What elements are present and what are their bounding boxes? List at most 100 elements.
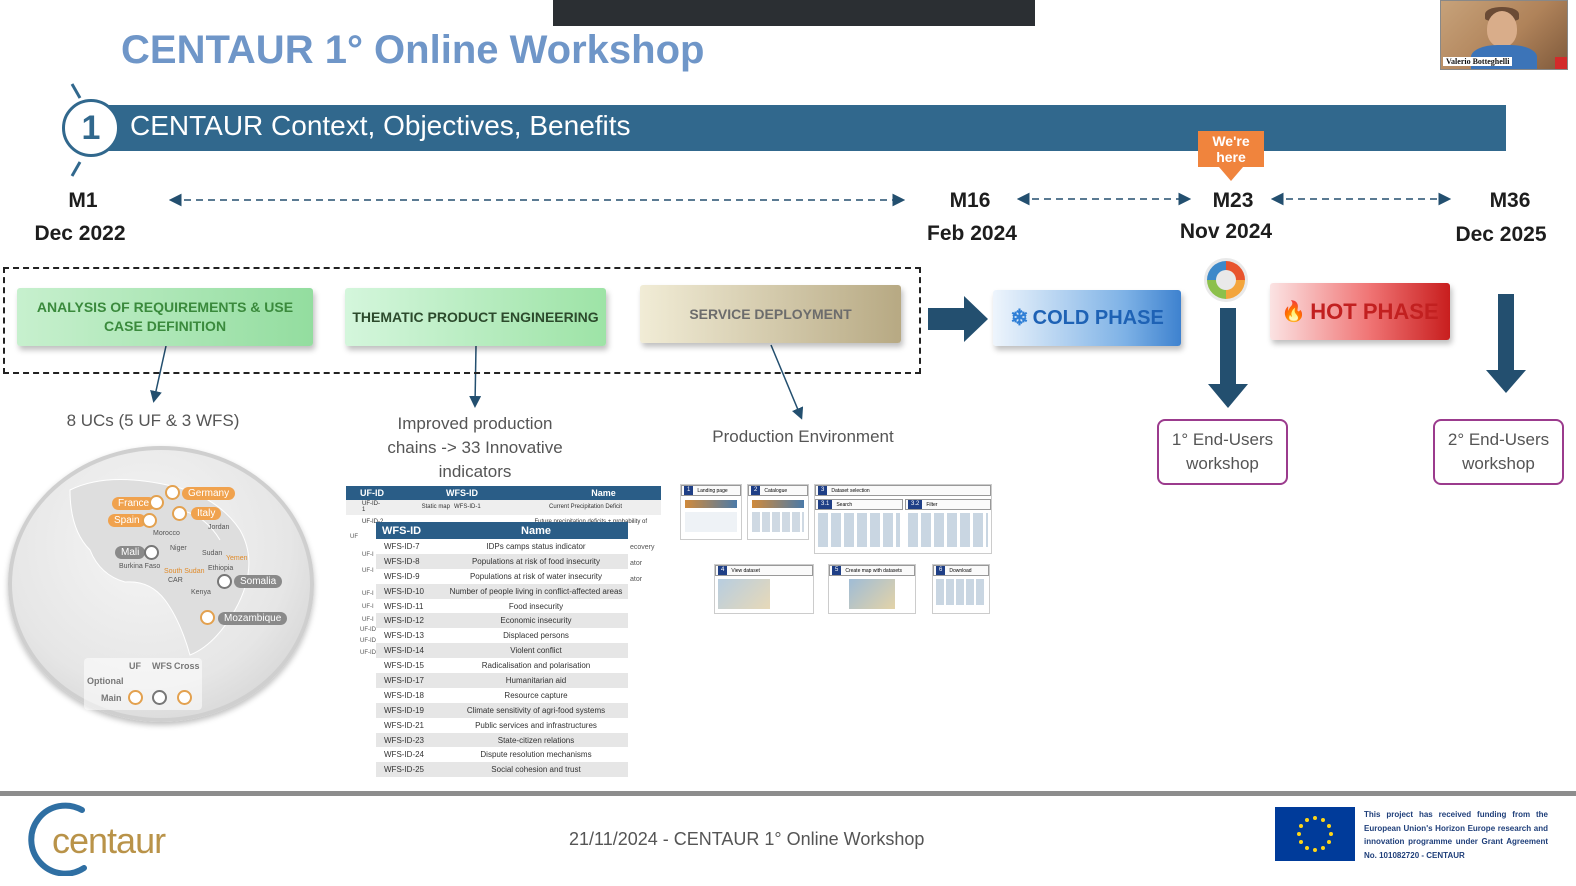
milestone-m16-month: M16 xyxy=(949,189,991,212)
milestone-m1-month: M1 xyxy=(68,189,98,212)
legend-optional: Optional xyxy=(87,676,124,686)
background-object xyxy=(1555,57,1567,69)
uf-table-header: UF-ID WFS-ID Name xyxy=(346,486,661,500)
pin-somalia xyxy=(217,574,232,589)
uf-table-header-ufid: UF-ID xyxy=(360,488,384,498)
we-are-here-marker: We're here xyxy=(1198,131,1264,167)
label-south-sudan: South Sudan xyxy=(164,568,205,575)
uf-table-header-wfsid: WFS-ID xyxy=(446,488,478,498)
wfs-table-header-id: WFS-ID xyxy=(382,524,422,537)
participant-name: Valerio Botteghelli xyxy=(1443,57,1513,66)
country-tag-spain: Spain xyxy=(108,514,146,527)
milestone-m36-month: M36 xyxy=(1489,189,1531,212)
label-niger: Niger xyxy=(170,545,187,552)
label-ethiopia: Ethiopia xyxy=(208,565,234,572)
legend-uf: UF xyxy=(129,661,141,671)
preparation-phases-box xyxy=(3,267,921,374)
country-tag-mali: Mali xyxy=(115,546,146,559)
legend-pin-wfs xyxy=(152,690,167,705)
milestone-m1-date: Dec 2022 xyxy=(34,222,126,245)
cycle-icon xyxy=(1204,258,1248,302)
legend-wfs: WFS xyxy=(152,661,172,671)
arrow-to-cold-phase xyxy=(928,296,988,342)
pin-germany xyxy=(165,485,180,500)
section-banner xyxy=(90,105,1506,151)
pin-mozambique xyxy=(200,610,215,625)
uf-table-row: UF-ID-1 Static map WFS-ID-1 Current Prec… xyxy=(346,500,661,515)
milestone-m23-date: Nov 2024 xyxy=(1179,220,1273,243)
phase-analysis: ANALYSIS OF REQUIREMENTS & USE CASE DEFI… xyxy=(17,288,313,346)
country-tag-mozambique: Mozambique xyxy=(218,612,288,625)
phase-thematic-engineering: THEMATIC PRODUCT ENGINEERING xyxy=(345,288,606,346)
workshop-1: 1° End-Users workshop xyxy=(1157,419,1288,485)
wfs-table-header: WFS-ID Name xyxy=(376,522,628,539)
eu-funding-text: This project has received funding from t… xyxy=(1364,810,1548,860)
banner-bracket xyxy=(70,83,82,177)
uf-table-header-name: Name xyxy=(591,488,616,498)
pin-spain xyxy=(142,513,157,528)
cold-phase-label: COLD PHASE xyxy=(1032,306,1164,329)
legend-pin-uf xyxy=(128,690,143,705)
country-tag-germany: Germany xyxy=(182,487,236,500)
output-production-chains: Improved production chains -> 33 Innovat… xyxy=(387,414,563,481)
we-are-here-pointer xyxy=(1219,167,1243,181)
country-tag-somalia: Somalia xyxy=(234,575,283,588)
pin-france xyxy=(149,495,164,510)
output-production-environment: Production Environment xyxy=(712,427,894,446)
workshop-2: 2° End-Users workshop xyxy=(1433,419,1564,485)
centaur-logo: centaur xyxy=(52,820,166,861)
pin-italy xyxy=(172,506,187,521)
wfs-table-header-name: Name xyxy=(521,524,551,537)
country-tag-italy: Italy xyxy=(191,507,222,520)
centaur-logo-icon xyxy=(28,802,87,876)
uf-table: UF-ID WFS-ID Name UF-ID-1 Static map WFS… xyxy=(346,486,661,662)
eu-flag xyxy=(1275,807,1355,861)
cold-phase: ❄ COLD PHASE xyxy=(993,290,1181,346)
footer-divider xyxy=(0,791,1576,796)
label-yemen: Yemen xyxy=(226,555,248,562)
label-kenya: Kenya xyxy=(191,589,211,596)
milestone-m23-month: M23 xyxy=(1212,189,1254,212)
milestone-m16-date: Feb 2024 xyxy=(927,222,1017,245)
label-sudan: Sudan xyxy=(202,550,223,557)
legend-main: Main xyxy=(101,693,122,703)
legend-cross: Cross xyxy=(174,661,200,671)
label-car: CAR xyxy=(168,577,183,584)
arrow-to-workshop-2 xyxy=(1486,294,1526,393)
flame-icon: 🔥 xyxy=(1281,301,1307,323)
participant-video[interactable]: Valerio Botteghelli xyxy=(1440,0,1568,70)
snowflake-icon: ❄ xyxy=(1010,305,1029,330)
label-jordan: Jordan xyxy=(208,524,230,531)
arrow-to-workshop-1 xyxy=(1208,308,1248,408)
hot-phase-label: HOT PHASE xyxy=(1310,298,1439,324)
country-tag-france: France xyxy=(112,497,156,510)
phase-service-deployment: SERVICE DEPLOYMENT xyxy=(640,285,901,343)
hot-phase: 🔥 HOT PHASE xyxy=(1270,283,1450,340)
label-burkina-faso: Burkina Faso xyxy=(119,563,161,570)
screen-share-bar[interactable] xyxy=(553,0,1035,26)
slide-title: CENTAUR 1° Online Workshop xyxy=(121,28,705,72)
